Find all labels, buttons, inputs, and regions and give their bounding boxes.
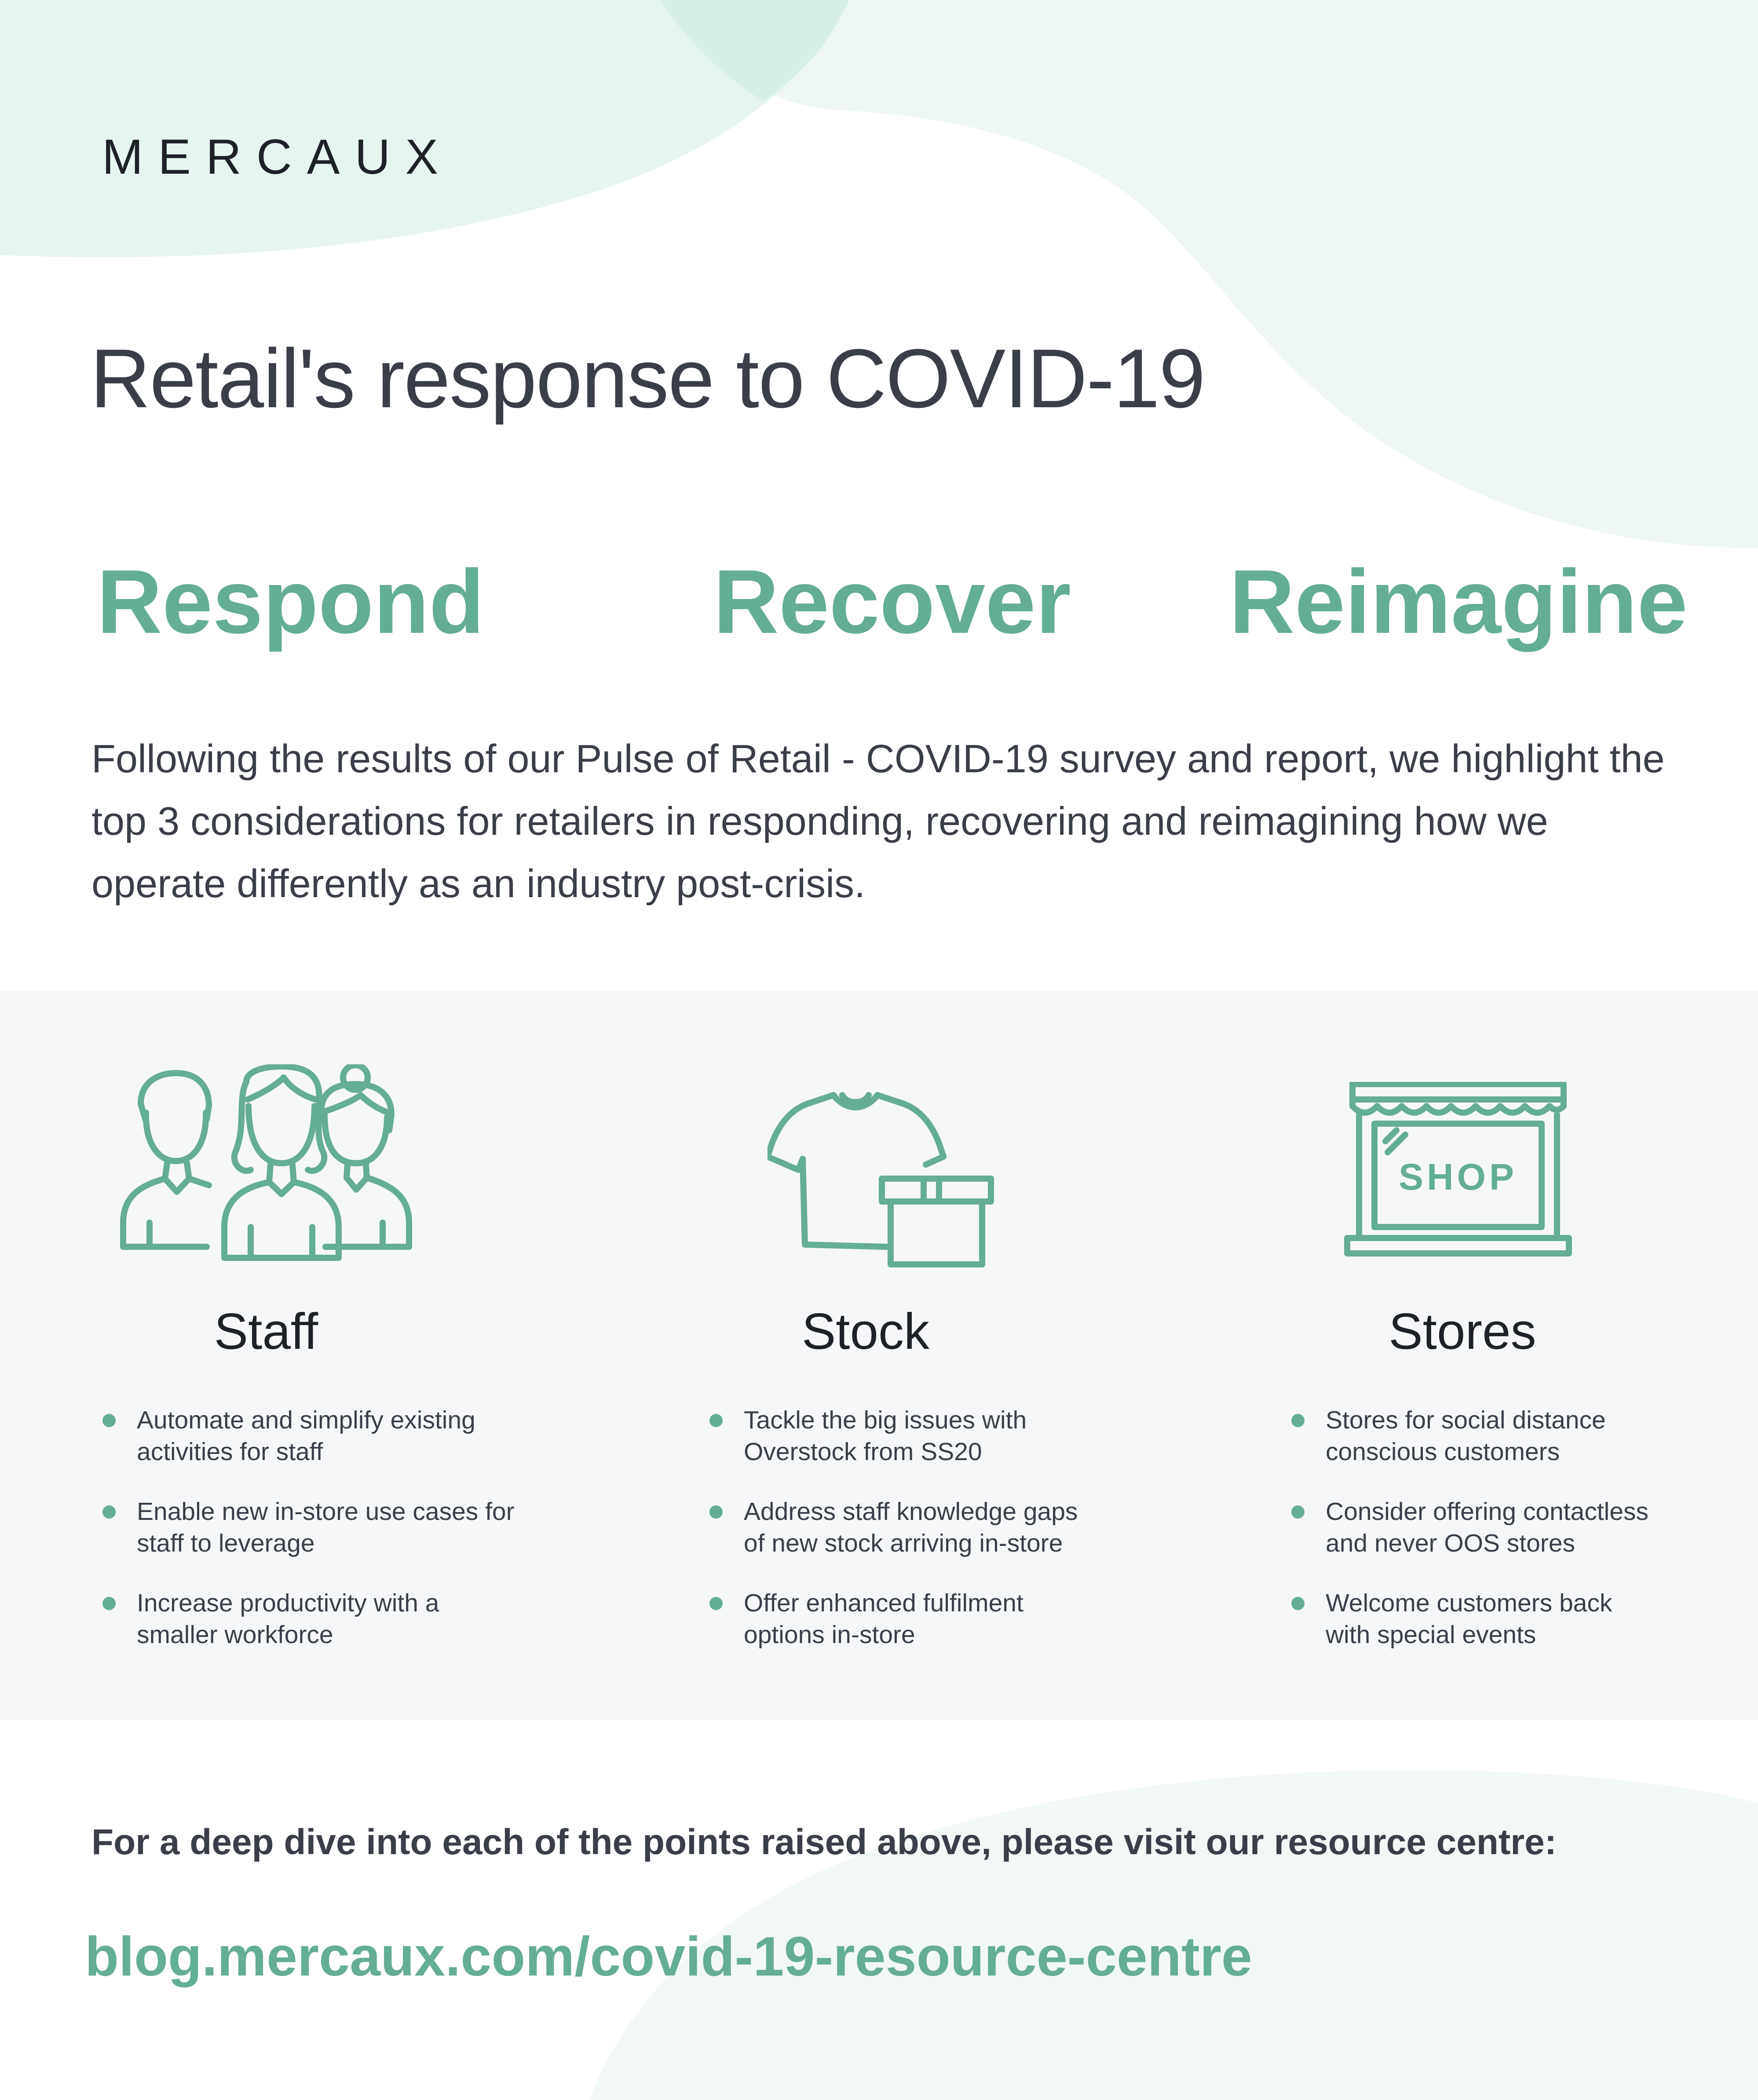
staff-bullet-list: Automate and simplify existing activitie…: [102, 1404, 515, 1679]
column-title-stock: Stock: [801, 1303, 930, 1360]
list-item: Welcome customers back with special even…: [1291, 1587, 1648, 1651]
stores-bullet-list: Stores for social distance conscious cus…: [1291, 1404, 1648, 1679]
pillar-recover: Recover: [713, 551, 1071, 652]
stock-bullet-list: Tackle the big issues with Overstock fro…: [709, 1404, 1078, 1679]
bullet-dot-icon: [102, 1597, 116, 1610]
list-item: Stores for social distance conscious cus…: [1291, 1404, 1648, 1468]
staff-group-icon: [114, 1064, 418, 1267]
mercaux-logo: MERCAUX: [102, 129, 453, 184]
bullet-dot-icon: [709, 1505, 723, 1519]
shop-sign-text: SHOP: [1399, 1156, 1517, 1198]
list-item: Address staff knowledge gaps of new stoc…: [709, 1496, 1078, 1559]
bullet-dot-icon: [709, 1597, 723, 1610]
bullet-dot-icon: [709, 1414, 723, 1427]
pillar-respond: Respond: [97, 551, 485, 652]
page-title: Retail's response to COVID-19: [90, 332, 1206, 425]
shop-front-icon: SHOP: [1344, 1082, 1572, 1258]
list-item: Offer enhanced fulfilment options in-sto…: [709, 1587, 1078, 1651]
blob-overlap: [660, 0, 849, 101]
list-item: Enable new in-store use cases for staff …: [102, 1496, 515, 1559]
pillar-reimagine: Reimagine: [1229, 551, 1688, 652]
list-item: Consider offering contactless and never …: [1291, 1496, 1648, 1559]
column-title-stores: Stores: [1389, 1303, 1536, 1360]
top-left-blob: [0, 0, 849, 257]
list-item: Automate and simplify existing activitie…: [102, 1404, 515, 1468]
list-item: Increase productivity with a smaller wor…: [102, 1587, 515, 1651]
bullet-dot-icon: [1291, 1414, 1305, 1427]
resource-centre-link[interactable]: blog.mercaux.com/covid-19-resource-centr…: [85, 1925, 1252, 1987]
list-item: Tackle the big issues with Overstock fro…: [709, 1404, 1078, 1468]
bullet-dot-icon: [102, 1505, 116, 1519]
bullet-dot-icon: [1291, 1505, 1305, 1519]
intro-paragraph: Following the results of our Pulse of Re…: [91, 737, 1665, 906]
footer-call-to-action: For a deep dive into each of the points …: [91, 1822, 1557, 1862]
top-right-blob: [660, 0, 1758, 548]
bullet-dot-icon: [1291, 1597, 1305, 1610]
tshirt-box-icon: [768, 1086, 1001, 1271]
column-title-staff: Staff: [214, 1303, 318, 1360]
bottom-right-blob: [589, 1770, 1758, 2100]
bullet-dot-icon: [102, 1414, 116, 1427]
